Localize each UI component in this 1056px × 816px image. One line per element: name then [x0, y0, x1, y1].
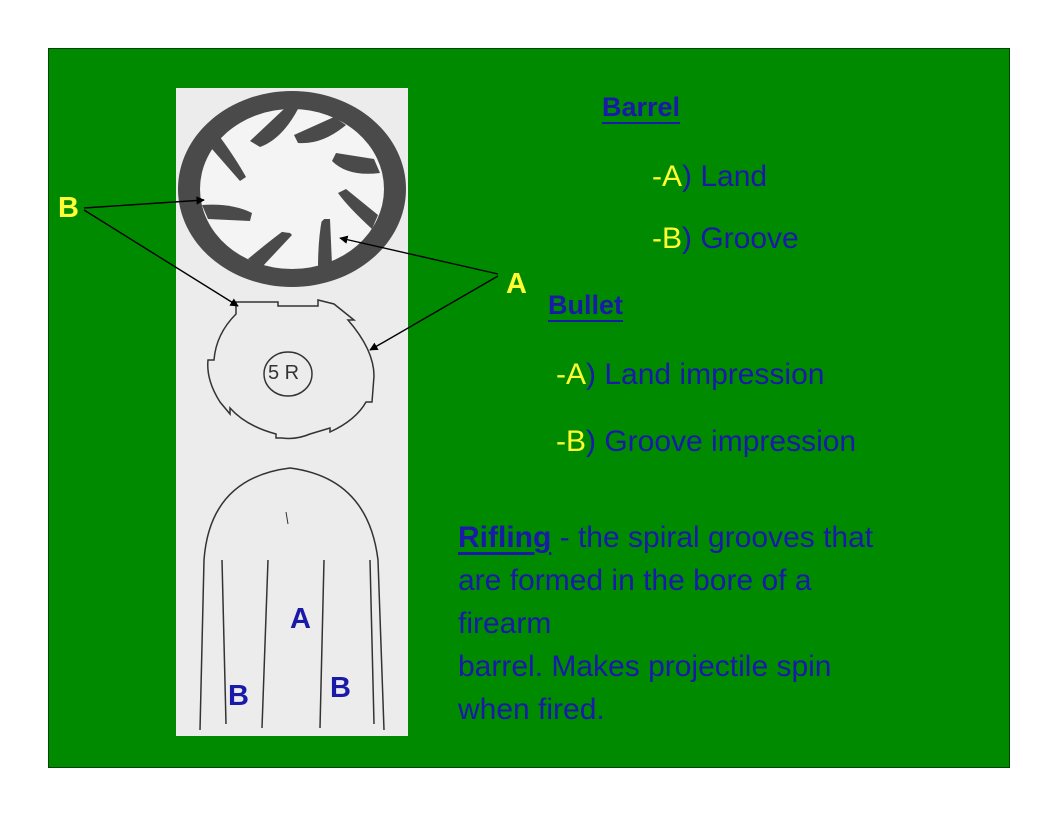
callout-b-bullet-left: B: [228, 680, 249, 712]
barrel-item-groove: -B) Groove: [652, 222, 799, 256]
item-prefix: -: [556, 358, 566, 391]
rifling-definition: Rifling - the spiral grooves that are fo…: [458, 516, 908, 731]
item-letter: A: [662, 160, 683, 193]
bullet-cross-section: [207, 299, 375, 440]
bullet-item-land-impression: -A) Land impression: [556, 358, 824, 392]
rifling-definition-part2: barrel. Makes projectile spin when fired…: [458, 650, 832, 726]
bullet-side-view: [199, 467, 385, 731]
item-prefix: -: [652, 160, 662, 193]
callout-a-right: A: [506, 268, 527, 300]
item-text: ) Groove impression: [586, 425, 857, 458]
item-text: ) Groove: [682, 222, 799, 255]
barrel-item-land: -A) Land: [652, 160, 767, 194]
callout-b-left: B: [58, 192, 79, 224]
bullet-item-groove-impression: -B) Groove impression: [556, 425, 856, 459]
item-letter: B: [662, 222, 683, 255]
callout-b-bullet-right: B: [330, 672, 351, 704]
rifling-term: Rifling: [458, 521, 552, 554]
item-letter: B: [566, 425, 587, 458]
item-letter: A: [566, 358, 587, 391]
bullet-heading: Bullet: [548, 290, 624, 320]
rifling-definition-part1: - the spiral grooves that are formed in …: [458, 521, 874, 640]
item-prefix: -: [652, 222, 662, 255]
item-prefix: -: [556, 425, 566, 458]
item-text: ) Land: [682, 160, 768, 193]
barrel-heading: Barrel: [602, 92, 681, 122]
callout-a-bullet: A: [290, 603, 311, 635]
barrel-cross-section: [178, 91, 406, 287]
item-text: ) Land impression: [586, 358, 825, 391]
callout-arrows: [83, 196, 499, 351]
cross-section-label: 5 R: [268, 362, 300, 384]
